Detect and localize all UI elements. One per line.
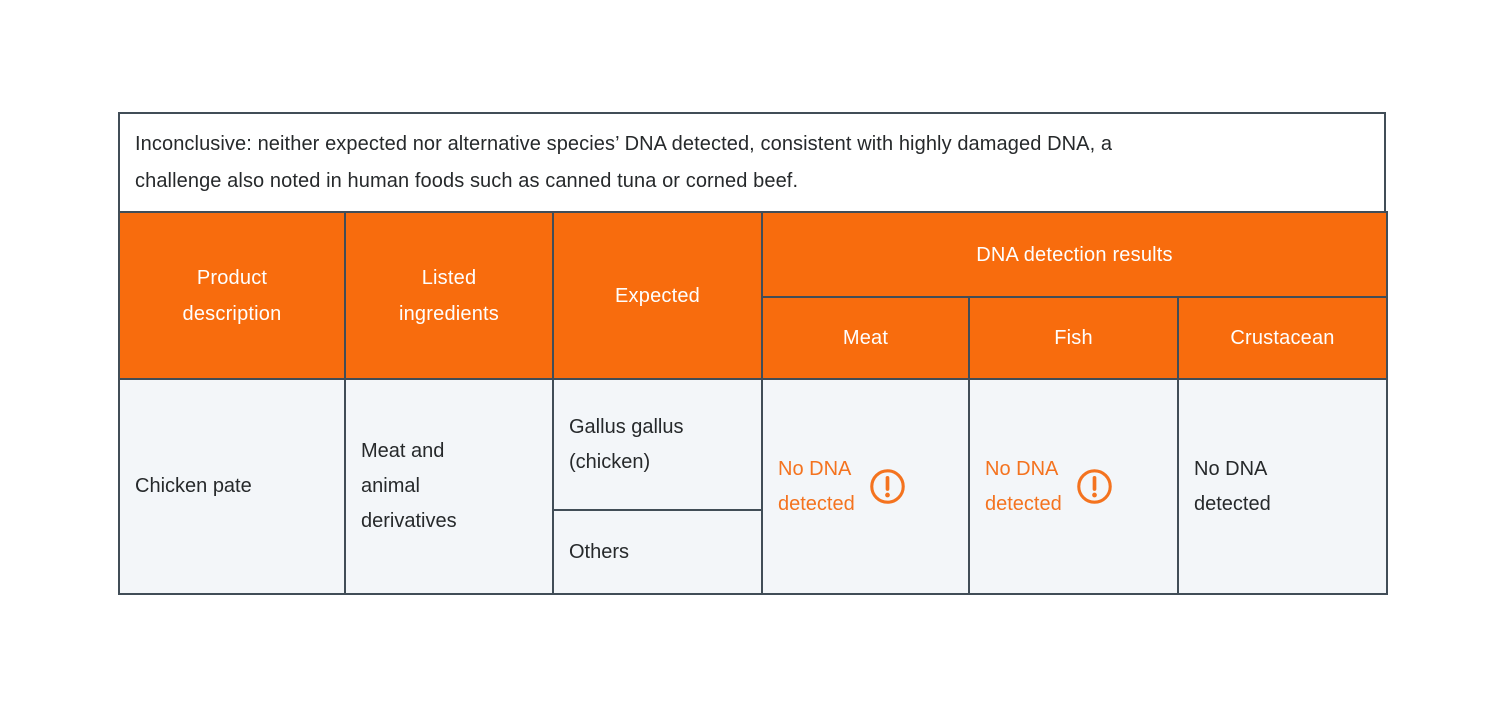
header-dna-detection-results: DNA detection results [761,211,1388,298]
cell-listed-ingredients: Meat and animal derivatives [344,378,554,595]
header-expected: Expected [552,211,763,380]
exclamation-circle-icon [869,469,905,504]
cell-product: Chicken pate [118,378,346,595]
cell-crustacean-result: No DNA detected [1177,378,1388,595]
header-meat: Meat [761,296,970,380]
header-product-description: Product description [118,211,346,380]
results-panel: Inconclusive: neither expected nor alter… [118,112,1388,595]
cell-meat-result: No DNA detected [761,378,970,595]
cell-fish-result: No DNA detected [968,378,1179,595]
inconclusive-note: Inconclusive: neither expected nor alter… [118,112,1386,211]
dna-results-table: Product description Listed ingredients E… [118,211,1388,595]
cell-expected-secondary: Others [552,509,763,595]
header-fish: Fish [968,296,1179,380]
exclamation-circle-icon [1076,469,1112,504]
note-text: Inconclusive: neither expected nor alter… [135,132,1113,192]
crustacean-result-text: No DNA detected [1194,457,1271,515]
fish-result-text: No DNA detected [985,457,1062,515]
header-listed-ingredients: Listed ingredients [344,211,554,380]
cell-expected-primary: Gallus gallus (chicken) [552,378,763,511]
meat-result-text: No DNA detected [778,457,855,515]
header-crustacean: Crustacean [1177,296,1388,380]
